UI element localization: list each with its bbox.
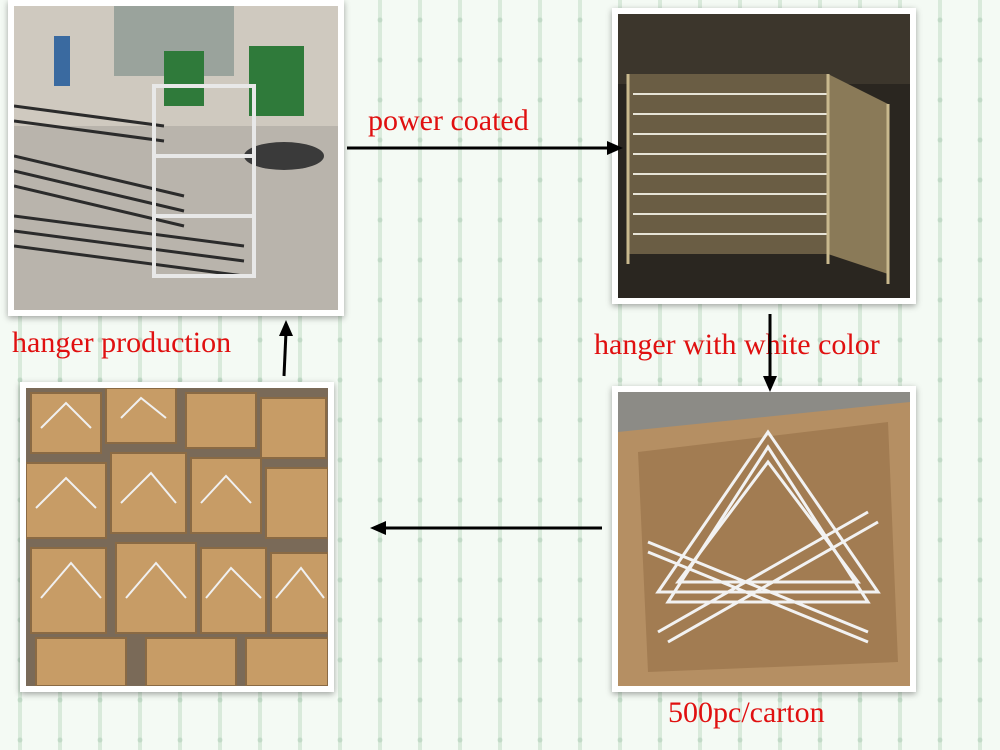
caption-power-coated: power coated [368,104,529,137]
caption-hanger-white: hanger with white color [594,328,880,361]
factory-illustration [14,6,338,310]
cartons-illustration [26,388,328,686]
factory-photo [8,0,344,316]
coating-rack-photo [612,8,916,304]
arrow-up-icon [279,320,293,377]
carton-illustration [618,392,910,686]
stacked-cartons-photo [20,382,334,692]
rack-illustration [618,14,910,298]
open-carton-photo [612,386,916,692]
caption-carton: 500pc/carton [668,696,825,729]
caption-hanger-production: hanger production [12,326,232,359]
arrow-right-icon [347,141,623,155]
arrow-down-icon [763,314,777,392]
arrow-left-icon [370,521,602,535]
